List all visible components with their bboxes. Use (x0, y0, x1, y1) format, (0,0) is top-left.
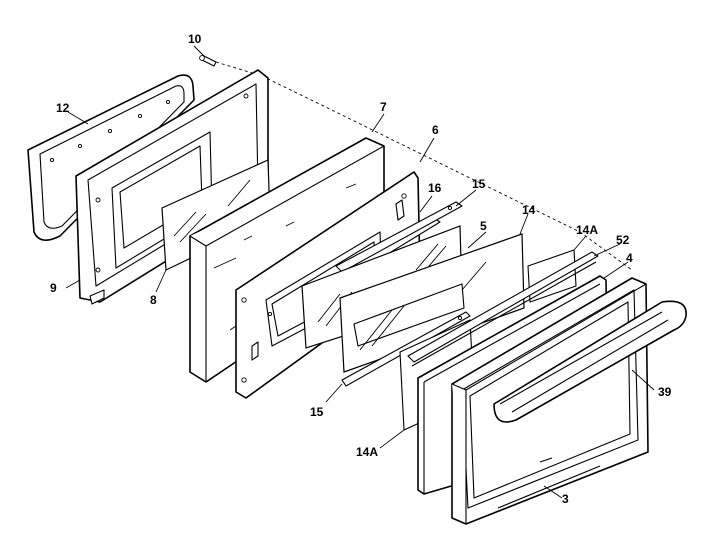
callout-15-upper: 15 (472, 177, 486, 191)
callout-52: 52 (616, 233, 630, 247)
callout-3: 3 (562, 492, 569, 506)
callout-10: 10 (188, 32, 202, 46)
callout-9: 9 (50, 281, 57, 295)
part-10-screw (199, 55, 217, 67)
part-9-inner-door-liner (75, 69, 269, 305)
callout-14: 14 (522, 203, 536, 217)
part-14-middle-panel (339, 233, 525, 373)
callout-12: 12 (56, 101, 70, 115)
callout-14a-lower: 14A (356, 445, 378, 459)
part-8-window-glass (161, 159, 271, 271)
callout-4: 4 (626, 251, 633, 265)
callout-14a-upper: 14A (576, 223, 598, 237)
leader-lines (65, 45, 655, 499)
part-39-door-handle (493, 300, 687, 423)
callout-15-lower: 15 (310, 405, 324, 419)
callout-7: 7 (380, 100, 387, 114)
part-52-channel (407, 251, 599, 367)
callout-39: 39 (658, 385, 672, 399)
callout-5: 5 (480, 219, 487, 233)
callout-8: 8 (150, 293, 157, 307)
callout-16: 16 (428, 181, 442, 195)
callout-6: 6 (432, 123, 439, 137)
part-15-upper-trim (335, 201, 463, 273)
